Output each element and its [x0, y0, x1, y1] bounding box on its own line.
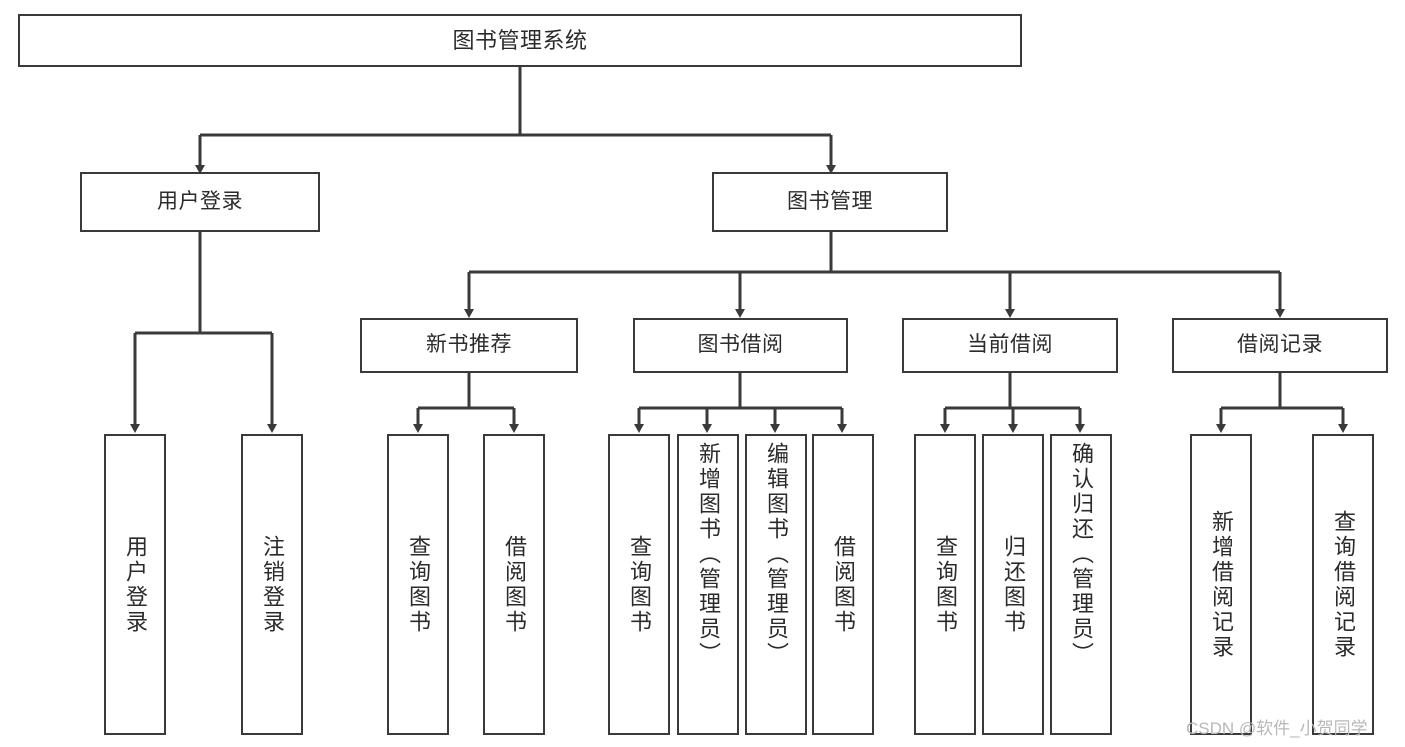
leaf-user-login[interactable]: 用户登录: [104, 434, 166, 735]
node-label: 查询图书: [627, 534, 652, 635]
node-label: 确认归还（管理员）: [1069, 442, 1094, 667]
node-label: 用户登录: [157, 189, 243, 213]
node-label: 图书管理: [787, 189, 873, 213]
node-book-borrow[interactable]: 图书借阅: [633, 318, 848, 373]
leaf-borrow-query-book[interactable]: 查询图书: [608, 434, 670, 735]
node-current-borrow[interactable]: 当前借阅: [902, 318, 1118, 373]
leaf-borrow-add-book-admin[interactable]: 新增图书（管理员）: [677, 434, 739, 735]
node-label: 用户登录: [123, 534, 148, 635]
leaf-logout[interactable]: 注销登录: [241, 434, 303, 735]
node-label: 新增图书（管理员）: [696, 442, 721, 667]
node-borrow-records[interactable]: 借阅记录: [1172, 318, 1388, 373]
leaf-current-return-book[interactable]: 归还图书: [982, 434, 1044, 735]
node-label: 借阅图书: [831, 534, 856, 635]
node-label: 查询借阅记录: [1331, 509, 1356, 660]
leaf-borrow-borrow-book[interactable]: 借阅图书: [812, 434, 874, 735]
node-label: 图书借阅: [697, 333, 784, 357]
node-label: 新书推荐: [426, 333, 512, 357]
leaf-newbook-borrow-book[interactable]: 借阅图书: [483, 434, 545, 735]
leaf-current-confirm-return-admin[interactable]: 确认归还（管理员）: [1050, 434, 1112, 735]
leaf-records-query-record[interactable]: 查询借阅记录: [1312, 434, 1374, 735]
node-label: 查询图书: [933, 534, 958, 635]
leaf-borrow-edit-book-admin[interactable]: 编辑图书（管理员）: [745, 434, 807, 735]
node-label: 当前借阅: [967, 333, 1053, 357]
leaf-newbook-query-book[interactable]: 查询图书: [387, 434, 449, 735]
node-label: 借阅记录: [1237, 333, 1323, 357]
node-label: 新增借阅记录: [1209, 509, 1234, 660]
node-user-login[interactable]: 用户登录: [80, 172, 320, 232]
node-label: 查询图书: [406, 534, 431, 635]
csdn-watermark: CSDN @软件_小贺同学: [1186, 719, 1368, 738]
node-book-management[interactable]: 图书管理: [712, 172, 948, 232]
node-root-system[interactable]: 图书管理系统: [18, 14, 1022, 67]
node-label: 注销登录: [260, 534, 285, 635]
leaf-current-query-book[interactable]: 查询图书: [914, 434, 976, 735]
node-new-book-recommend[interactable]: 新书推荐: [360, 318, 578, 373]
node-label: 归还图书: [1001, 534, 1026, 635]
node-label: 借阅图书: [502, 534, 527, 635]
node-label: 图书管理系统: [452, 27, 588, 53]
leaf-records-add-record[interactable]: 新增借阅记录: [1190, 434, 1252, 735]
node-label: 编辑图书（管理员）: [764, 442, 789, 667]
